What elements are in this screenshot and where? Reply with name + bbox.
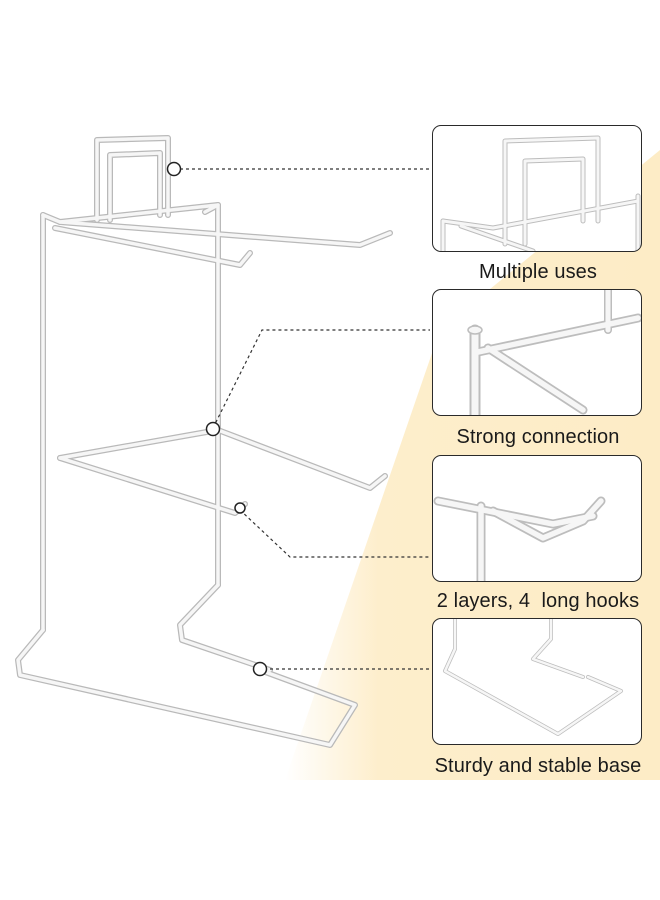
caption-multiple-uses: Multiple uses xyxy=(478,261,598,283)
detail-panel-multiple-uses xyxy=(432,125,642,252)
detail-image-base xyxy=(443,619,623,736)
callout-leader-lines xyxy=(180,168,430,670)
callout-marker-base xyxy=(252,661,268,677)
callout-marker-connection xyxy=(205,421,221,437)
detail-image-hooks xyxy=(433,496,606,581)
caption-strong-connection: Strong connection xyxy=(456,426,620,448)
callout-marker-hooks xyxy=(234,502,246,514)
detail-panel-stable-base xyxy=(432,618,642,745)
caption-stable-base: Sturdy and stable base xyxy=(434,755,642,777)
detail-panel-strong-connection xyxy=(432,289,642,416)
caption-long-hooks: 2 layers, 4 long hooks xyxy=(436,590,640,612)
callout-markers xyxy=(166,161,268,677)
detail-image-top-hanger xyxy=(440,135,641,251)
detail-panel-long-hooks xyxy=(432,455,642,582)
detail-image-connection xyxy=(467,290,641,415)
wire-rack xyxy=(16,136,392,747)
callout-marker-top xyxy=(166,161,182,177)
